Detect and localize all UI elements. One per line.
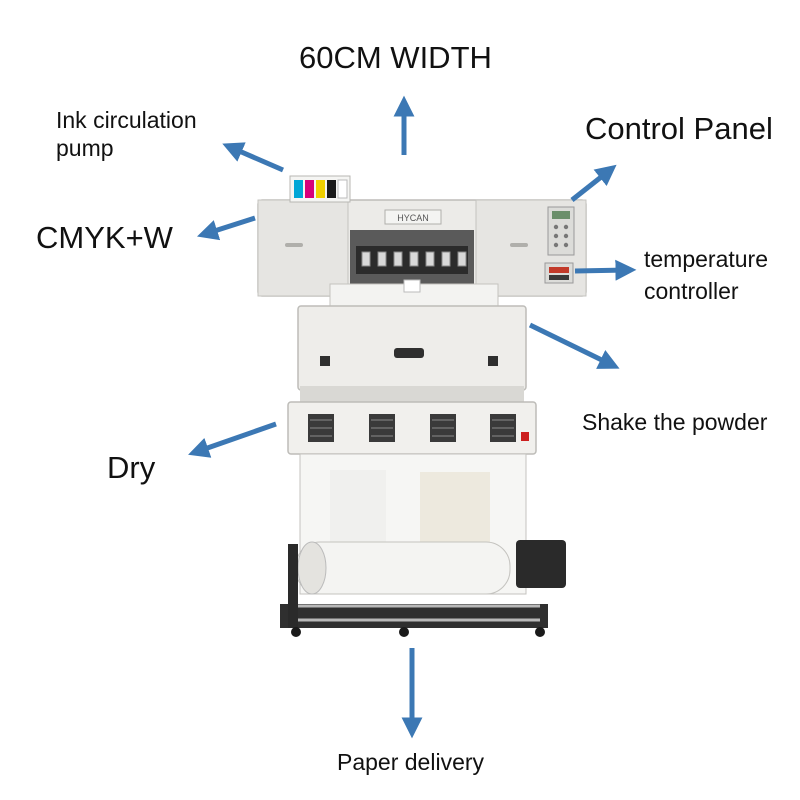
control-panel-device [547,206,575,256]
label-paper-delivery: Paper delivery [337,749,485,775]
arrow-control-panel [570,164,617,202]
temperature-controller-device [544,262,574,284]
arrow-temperature [574,259,637,281]
label-cmyk: CMYK+W [36,220,173,255]
label-dry: Dry [107,450,156,485]
label-width: 60CM WIDTH [299,40,492,75]
label-shake-powder: Shake the powder [582,409,768,435]
arrow-shake [528,322,620,369]
label-control-panel: Control Panel [585,111,773,146]
label-temperature: temperature controller [644,246,769,304]
arrow-cmyk [196,215,256,241]
power-switch [521,432,529,441]
brand-label: HYCAN [397,213,429,223]
print-head-rollers [361,251,467,267]
label-ink-pump: Ink circulation pump [56,107,197,161]
ink-tanks [289,175,351,203]
arrow-ink-pump [222,142,284,173]
paper-roll-base [280,540,566,637]
arrow-dry [188,421,277,458]
